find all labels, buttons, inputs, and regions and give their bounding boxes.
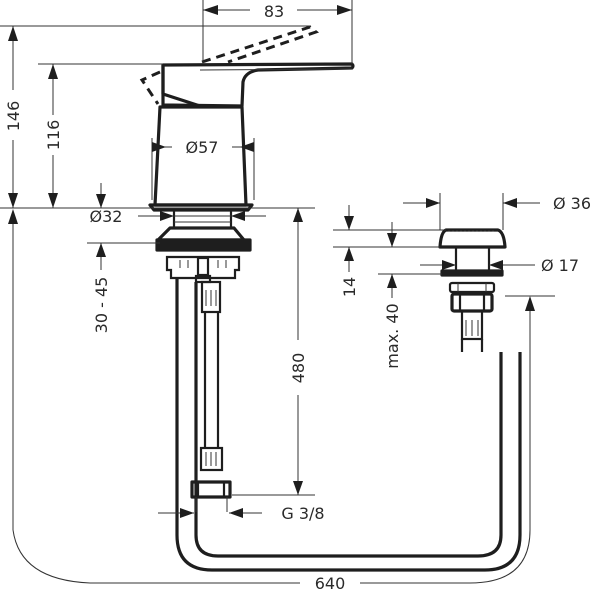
label-waste-max-thickness: max. 40	[383, 303, 402, 368]
label-connection-thread: G 3/8	[281, 504, 324, 523]
label-body-height: 116	[44, 120, 63, 151]
push-waste	[438, 228, 507, 352]
label-mounting-thickness: 30 - 45	[92, 277, 111, 334]
label-shank-diameter: Ø32	[90, 207, 123, 226]
label-hose-length: 480	[289, 353, 308, 384]
label-body-diameter: Ø57	[186, 138, 219, 157]
label-waste-cap-diameter: Ø 36	[553, 194, 591, 213]
label-waste-cap-height: 14	[340, 277, 359, 297]
label-lever-reach: 83	[264, 2, 284, 21]
label-hose-total-length: 640	[315, 574, 346, 593]
supply-hose	[175, 278, 522, 572]
mixer-body	[139, 25, 355, 284]
label-total-height: 146	[4, 101, 23, 132]
dimension-lines	[0, 0, 555, 584]
dimension-labels: 83 146 116 Ø57 Ø32 30 - 45 480 G 3/8 640…	[4, 2, 591, 593]
label-waste-shank-diameter: Ø 17	[541, 256, 579, 275]
